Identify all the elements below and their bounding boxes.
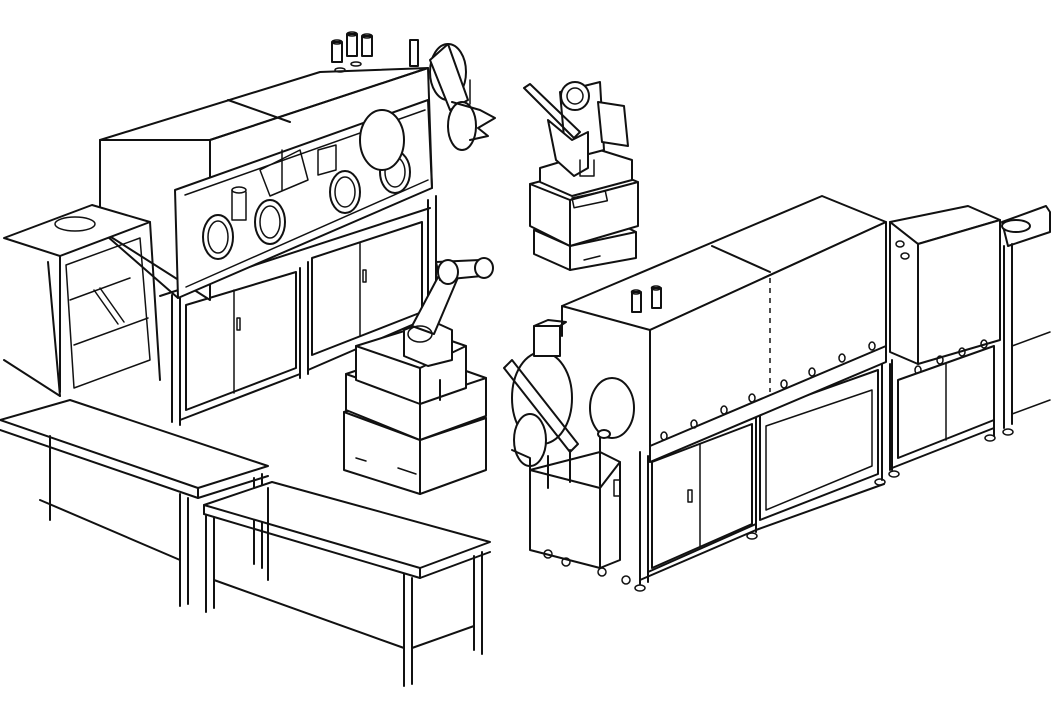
- bottle: [346, 33, 358, 57]
- glovebox-station-left: [99, 31, 496, 426]
- robot-arm-top: [523, 81, 629, 177]
- front-port-window: [589, 377, 635, 439]
- station-top-bottles: [630, 285, 662, 313]
- sensor-box: [533, 325, 561, 357]
- bottle: [361, 35, 373, 57]
- station-enclosure: [561, 195, 887, 463]
- antechamber-cylinder: [409, 39, 496, 151]
- glovebox-station-right: [503, 195, 891, 592]
- large-port-window: [359, 109, 405, 171]
- work-table-front: [203, 481, 491, 687]
- cabinet-handle: [362, 269, 367, 283]
- station-front-ports: [503, 319, 635, 467]
- mobile-robot-center: [343, 327, 487, 495]
- glovebox-interior-equipment: [231, 144, 337, 221]
- side-module-right: [888, 205, 1001, 478]
- work-table-back: [0, 399, 269, 607]
- station-side-ports: [660, 341, 876, 441]
- mobile-robot-top: [529, 149, 639, 271]
- side-module-far-right: [1001, 205, 1051, 436]
- loader-cart: [511, 429, 631, 585]
- glovebox-frame-legs: [171, 195, 437, 426]
- reagent-bottles-top: [331, 31, 373, 73]
- bottle: [331, 41, 343, 63]
- station-frame-base: [634, 363, 891, 592]
- fume-hood-left: [3, 204, 161, 397]
- station-cabinet-doors: [651, 369, 879, 569]
- glove-ports: [202, 109, 411, 260]
- robot-arm-center: [403, 257, 494, 367]
- cabinet-handle: [236, 317, 241, 331]
